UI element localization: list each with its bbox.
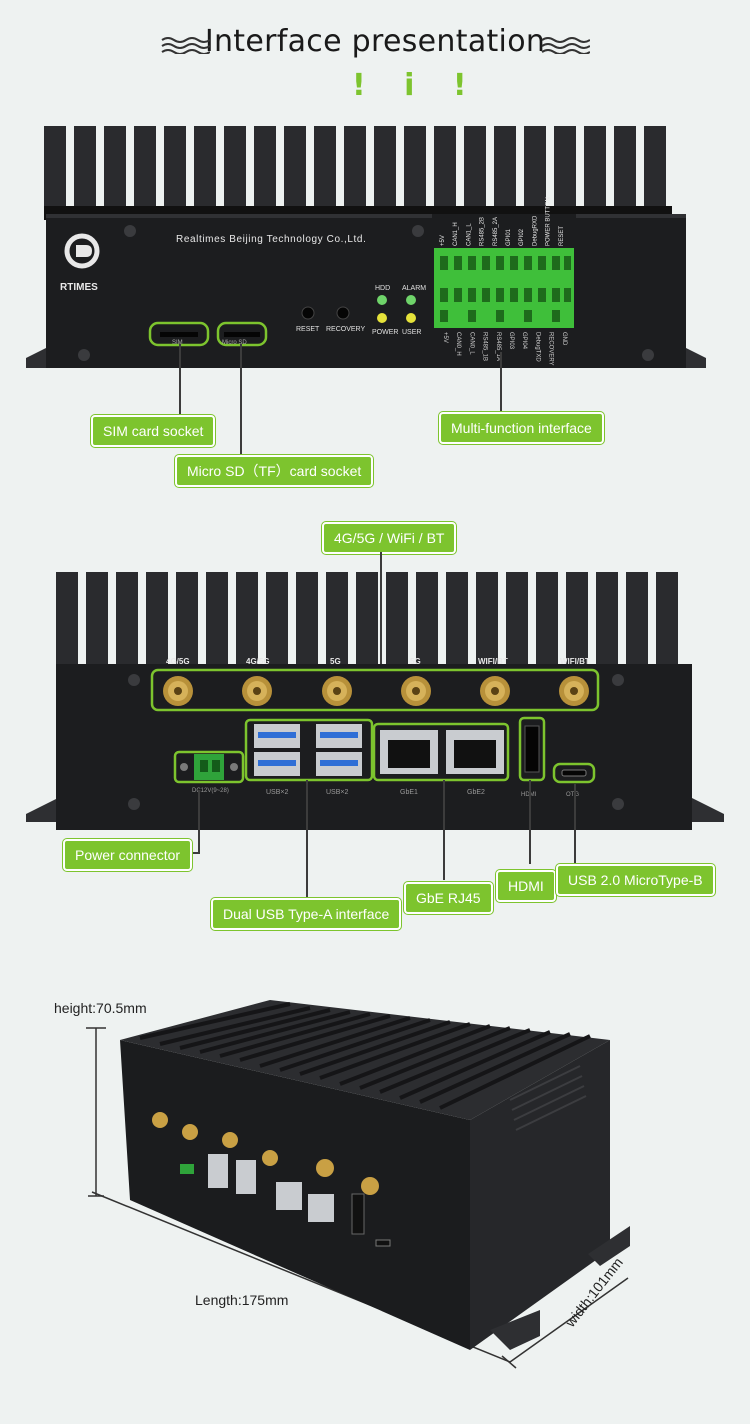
- terminal-top-label-10: RESET: [559, 226, 565, 246]
- terminal-bottom-label-3: CAN0_L: [468, 332, 474, 355]
- exclamation-decoration: ! i !: [352, 68, 481, 103]
- rear-panel-photo: 4G/5G 4G/5G 5G 5G WIFI/BT WIFI/BT DC12V(…: [26, 572, 724, 830]
- usb-port-label-1: USB×2: [266, 789, 288, 796]
- gbe1-port-label: GbE1: [400, 789, 418, 796]
- dual-usb-callout: Dual USB Type-A interface: [211, 898, 402, 930]
- logo-text: RTIMES: [60, 282, 98, 293]
- hdd-led-label: HDD: [375, 285, 390, 292]
- hdmi-callout: HDMI: [496, 870, 556, 902]
- terminal-top-label-5: RS485_2A: [493, 217, 499, 246]
- terminal-top-label-7: GPI02: [519, 228, 525, 246]
- terminal-bottom-label-4: RS485_1B: [482, 332, 488, 361]
- terminal-bottom-label-8: DebugTXD: [534, 332, 540, 362]
- antenna-label-5: WIFI/BT: [478, 657, 508, 666]
- terminal-bottom-label-1: +5V: [442, 332, 448, 343]
- antenna-label-1: 4G/5G: [166, 657, 190, 666]
- terminal-top-label-8: DebugRXD: [532, 215, 538, 246]
- alarm-led-label: ALARM: [402, 285, 426, 292]
- antenna-label-6: WIFI/BT: [560, 657, 590, 666]
- antenna-callout: 4G/5G / WiFi / BT: [322, 522, 457, 554]
- hdmi-port-label: HDMI: [521, 792, 537, 798]
- heatsink-fins: [44, 126, 666, 216]
- terminal-bottom-label-9: RECOVERY: [548, 332, 554, 366]
- terminal-top-label-9: POWER BUTTON: [546, 197, 552, 246]
- power-led-label: POWER: [372, 329, 398, 336]
- reset-button-label: RESET: [296, 326, 320, 333]
- gbe2-port-label: GbE2: [467, 789, 485, 796]
- user-led-label: USER: [402, 329, 421, 336]
- sma-connectors: [163, 676, 589, 706]
- power-connector-callout: Power connector: [63, 839, 193, 871]
- microsd-slot-label: Micro SD: [222, 340, 247, 346]
- terminal-top-label-2: CAN1_H: [453, 222, 459, 246]
- wave-decoration-right-icon: [541, 37, 590, 54]
- sim-card-socket-callout: SIM card socket: [91, 415, 216, 447]
- power-port-label: DC12V(9~28): [192, 788, 229, 794]
- terminal-top-label-3: CAN1_L: [466, 223, 472, 246]
- sim-slot-label: SIM: [172, 340, 183, 346]
- terminal-top-label-4: RS485_2B: [480, 217, 486, 246]
- antenna-label-2: 4G/5G: [246, 657, 270, 666]
- terminal-bottom-label-10: GND: [561, 332, 567, 346]
- usb-port-label-2: USB×2: [326, 789, 348, 796]
- rtimes-logo-icon: [64, 233, 100, 269]
- microsd-card-socket-callout: Micro SD（TF）card socket: [175, 455, 374, 487]
- usb-microtype-b-callout: USB 2.0 MicroType-B: [556, 864, 715, 896]
- antenna-label-3: 5G: [330, 657, 341, 666]
- wave-decoration-left-icon: [161, 37, 210, 54]
- gbe-rj45-callout: GbE RJ45: [404, 882, 493, 914]
- terminal-bottom-label-7: GPI04: [521, 332, 527, 350]
- terminal-bottom-label-6: GPI03: [508, 332, 514, 350]
- terminal-top-label-6: GPI01: [506, 228, 512, 246]
- front-panel-photo: RTIMES Realtimes Beijing Technology Co.,…: [26, 126, 706, 368]
- recovery-button-label: RECOVERY: [326, 326, 365, 333]
- antenna-label-4: 5G: [410, 657, 421, 666]
- height-dimension-label: height:70.5mm: [54, 1000, 147, 1016]
- brand-text: Realtimes Beijing Technology Co.,Ltd.: [176, 234, 366, 245]
- terminal-bottom-label-2: CAN0_H: [455, 332, 461, 356]
- multi-function-interface-callout: Multi-function interface: [439, 412, 604, 444]
- dimension-photo: [86, 1000, 630, 1369]
- page-title: Interface presentation: [204, 24, 546, 59]
- length-dimension-label: Length:175mm: [195, 1292, 289, 1308]
- otg-port-label: OTG: [566, 792, 579, 798]
- terminal-top-label-1: +5V: [440, 235, 446, 246]
- terminal-bottom-label-5: RS485_1A: [495, 332, 501, 361]
